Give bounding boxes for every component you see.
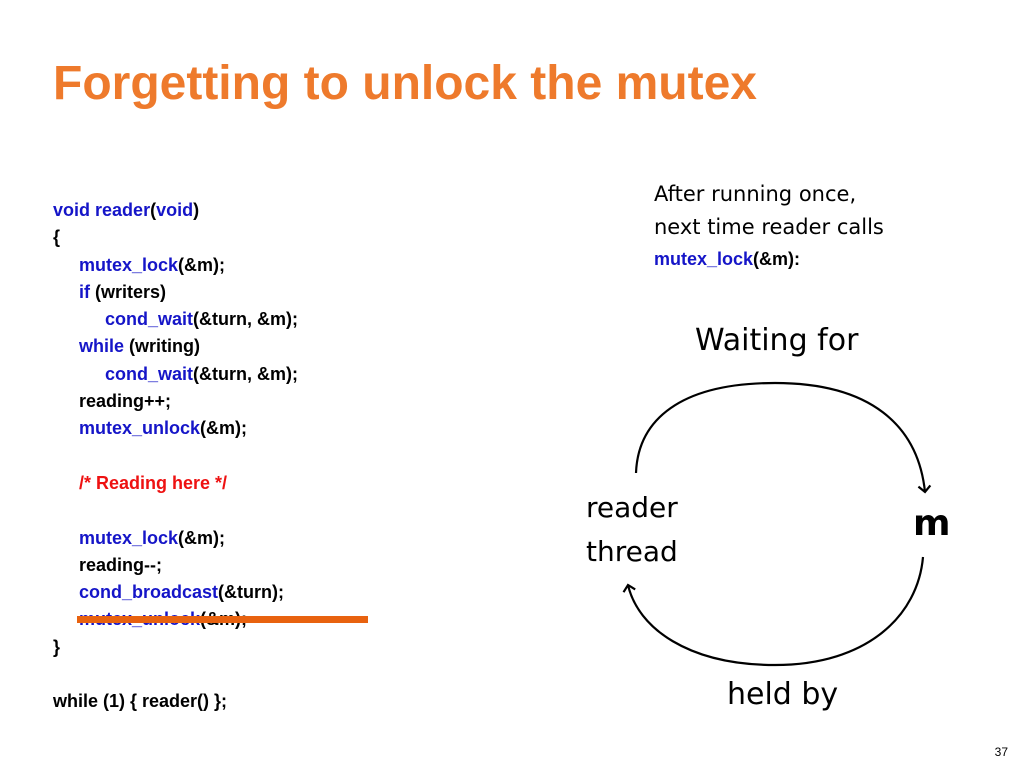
code-keyword: cond_wait <box>105 363 194 384</box>
code-text: (&turn, &m); <box>193 309 298 330</box>
waiting-for-label: Waiting for <box>695 323 859 358</box>
reader-thread-label: reader thread <box>586 486 678 574</box>
code-comment: /* Reading here */ <box>79 472 228 493</box>
code-line: { <box>53 224 298 251</box>
slide-title: Forgetting to unlock the mutex <box>53 57 757 110</box>
note-call: mutex_lock(&m): <box>654 244 884 274</box>
note-line-2: next time reader calls <box>654 215 884 239</box>
code-keyword: void <box>156 200 194 220</box>
code-keyword: reader <box>95 200 151 220</box>
code-block: void reader(void){mutex_lock(&m);if (wri… <box>53 197 298 716</box>
code-text: (&turn); <box>218 582 285 603</box>
page-number: 37 <box>994 745 1008 759</box>
reader-label-line-1: reader <box>586 491 678 524</box>
note-call-function: mutex_lock <box>654 249 754 269</box>
code-line: while (writing) <box>53 333 298 360</box>
code-keyword: mutex_lock <box>79 254 179 275</box>
code-line: while (1) { reader() }; <box>53 688 298 715</box>
code-text: (&turn, &m); <box>193 363 298 384</box>
code-line: cond_wait(&turn, &m); <box>53 361 298 388</box>
code-line: cond_broadcast(&turn); <box>53 579 298 606</box>
code-text: reading++; <box>79 391 172 412</box>
note-line-1: After running once, <box>654 182 857 206</box>
code-line: void reader(void) <box>53 197 298 224</box>
code-keyword: void <box>53 200 91 220</box>
mutex-m-label: m <box>913 503 951 544</box>
code-line: cond_wait(&turn, &m); <box>53 306 298 333</box>
code-text: (&m); <box>200 418 248 439</box>
code-text: (writing) <box>124 336 200 357</box>
code-line: mutex_lock(&m); <box>53 525 298 552</box>
strikethrough-bar <box>77 616 368 623</box>
code-text: ) <box>193 200 200 220</box>
code-keyword: mutex_unlock <box>79 418 201 439</box>
code-line: mutex_lock(&m); <box>53 252 298 279</box>
code-keyword: while <box>79 336 125 357</box>
code-line: if (writers) <box>53 279 298 306</box>
held-by-label: held by <box>727 677 839 712</box>
held-by-arrow <box>622 556 925 667</box>
note-call-args: (&m): <box>753 249 801 269</box>
reader-label-line-2: thread <box>586 535 678 568</box>
code-text: { <box>53 227 61 248</box>
code-line: reading++; <box>53 388 298 415</box>
note-text: After running once, next time reader cal… <box>654 178 884 274</box>
code-text: reading--; <box>79 554 162 575</box>
code-text: (&m); <box>178 527 226 548</box>
code-keyword: if <box>79 281 90 302</box>
code-text: } <box>53 636 61 657</box>
code-keyword: mutex_lock <box>79 527 179 548</box>
code-text: (writers) <box>90 281 167 302</box>
waiting-for-arrow <box>634 381 932 494</box>
code-keyword: cond_wait <box>105 309 194 330</box>
code-keyword: cond_broadcast <box>79 582 219 603</box>
code-text: (&m); <box>178 254 226 275</box>
code-text: ( <box>150 200 157 220</box>
code-line: reading--; <box>53 552 298 579</box>
code-text: while (1) { reader() }; <box>53 691 228 712</box>
code-line: /* Reading here */ <box>53 470 298 497</box>
code-line: mutex_unlock(&m); <box>53 415 298 442</box>
code-line: } <box>53 634 298 661</box>
